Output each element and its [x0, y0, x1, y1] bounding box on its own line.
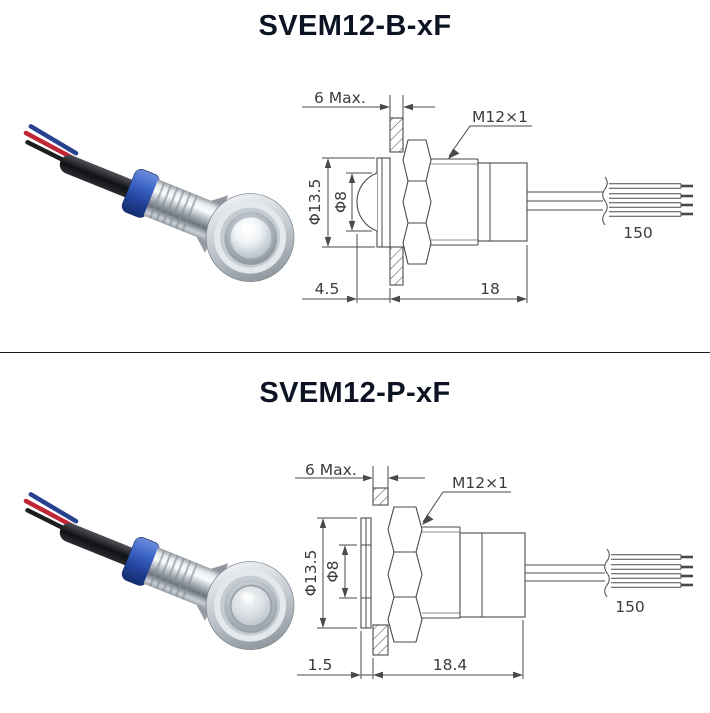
panel-cross-section: [389, 117, 404, 286]
wire-terminal: [681, 184, 693, 188]
wire-red: [23, 498, 78, 530]
bezel-head: [360, 517, 372, 629]
wire-bundle: [609, 183, 693, 217]
wire-terminal: [681, 203, 693, 207]
flat-lens: [231, 586, 271, 626]
product-photo-b: [23, 124, 295, 282]
thread-callout: M12×1: [422, 474, 511, 525]
lens-dia-label: Φ8: [332, 191, 350, 213]
lens-highlight: [241, 223, 254, 233]
dim-flange-dia: Φ13.5: [306, 157, 375, 248]
wire-red: [23, 130, 78, 162]
dim-lens-dia: Φ8: [332, 172, 372, 232]
wire-terminal: [681, 574, 693, 578]
bezel-head: [356, 157, 391, 248]
thread-callout: M12×1: [448, 108, 532, 159]
lens-dia-label: Φ8: [324, 560, 342, 582]
dim-flange-dia: Φ13.5: [302, 517, 357, 629]
lead-wires: [527, 191, 603, 211]
wire-break-symbol: [604, 548, 610, 598]
flange-dia-label: Φ13.5: [302, 550, 320, 597]
thread-ridges: [149, 549, 199, 600]
body-length-label: 18.4: [433, 656, 468, 674]
panel-thickness-label: 6 Max.: [314, 89, 366, 107]
thread-label: M12×1: [452, 474, 508, 492]
cable-jacket: [59, 155, 144, 201]
hex-nut-profile: [402, 139, 432, 265]
dim-front-protrusion: 1.5: [297, 631, 373, 679]
rear-housing: [459, 532, 526, 618]
panel-thickness-label: 6 Max.: [305, 461, 357, 479]
thread-ridges: [149, 181, 199, 232]
wire-terminal: [681, 583, 693, 587]
body-length-label: 18: [480, 280, 500, 298]
section-divider: [0, 352, 710, 353]
dim-panel-thickness: 6 Max.: [295, 461, 425, 488]
wire-length-label: 150: [615, 598, 645, 616]
dimension-drawing-p: 6 Max. Φ8 Φ13.5: [295, 461, 693, 679]
dim-front-protrusion: 4.5: [302, 234, 390, 303]
front-protrusion-label: 4.5: [315, 280, 340, 298]
flange-dia-label: Φ13.5: [306, 179, 324, 226]
section-title-p: SVEM12-P-xF: [259, 377, 451, 409]
wire-break-symbol: [602, 176, 608, 226]
dome-lens-profile: [356, 172, 378, 232]
wire-length-label: 150: [623, 224, 653, 242]
dim-panel-thickness: 6 Max.: [302, 89, 435, 118]
product-photo-p: [23, 492, 295, 650]
dim-lens-dia: Φ8: [324, 544, 357, 599]
dimension-drawing-b: 6 Max. Φ8 Φ13.5: [302, 89, 693, 303]
cable-jacket: [59, 523, 144, 569]
front-protrusion-label: 1.5: [308, 656, 333, 674]
wire-terminal: [681, 565, 693, 569]
dim-body-length: 18: [389, 245, 528, 303]
dim-body-length: 18.4: [372, 620, 524, 679]
lead-wires: [525, 564, 605, 582]
panel-cross-section: [372, 487, 389, 656]
dome-lens: [230, 217, 272, 259]
wire-blue: [28, 124, 79, 156]
section-title-b: SVEM12-B-xF: [258, 10, 452, 42]
wire-terminal: [681, 194, 693, 198]
wire-blue: [28, 492, 79, 524]
lens-highlight: [241, 591, 255, 603]
wire-terminal: [681, 212, 693, 216]
threaded-body: [422, 526, 461, 619]
hex-nut-profile: [387, 506, 423, 643]
flat-lens-profile: [361, 544, 371, 599]
wire-terminal: [681, 555, 693, 559]
thread-label: M12×1: [472, 108, 528, 126]
wire-bundle: [611, 554, 693, 588]
rear-housing: [477, 162, 528, 242]
threaded-body: [431, 158, 479, 246]
